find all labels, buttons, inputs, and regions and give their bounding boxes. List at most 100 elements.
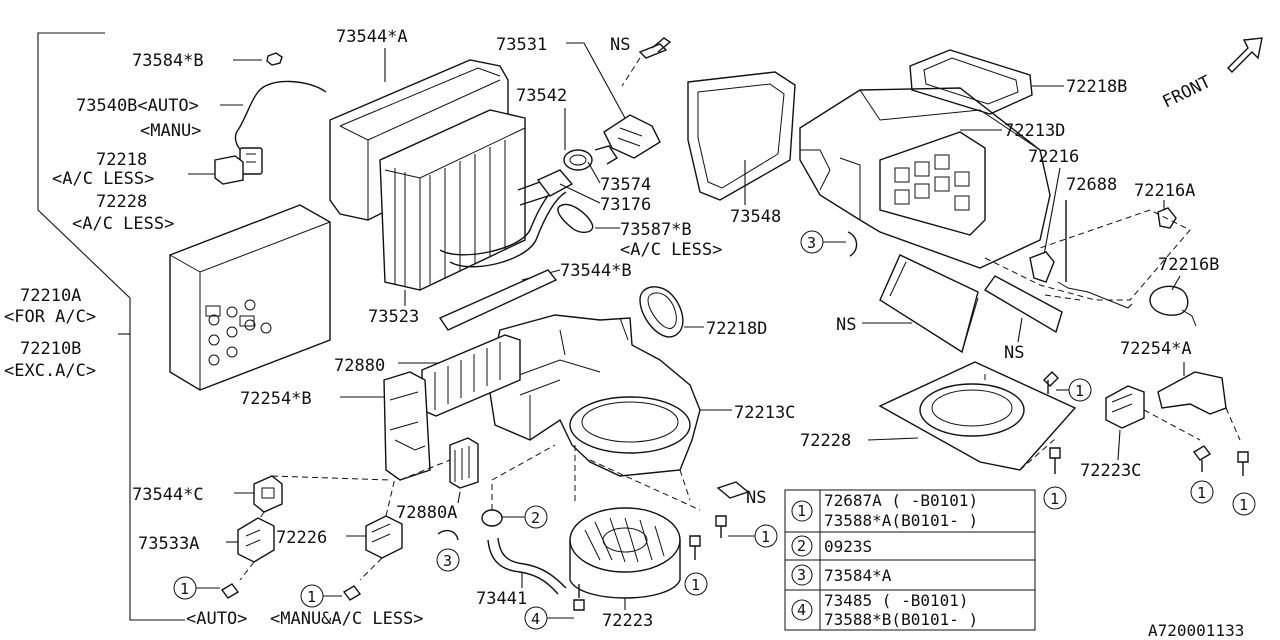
main-case-72213d <box>799 87 1051 269</box>
seal-73544c <box>253 475 283 513</box>
legend-key-1: 1 <box>797 502 806 520</box>
label-73574: 73574 <box>600 175 651 195</box>
grommet-callout-2 <box>481 509 503 527</box>
label-73584b: 73584*B <box>132 51 204 71</box>
label-73544a: 73544*A <box>336 27 408 47</box>
rod-72688 <box>1057 200 1133 309</box>
label-72254b: 72254*B <box>240 389 312 409</box>
bracket-72254b <box>383 371 431 481</box>
label-72223c: 72223C <box>1080 461 1141 481</box>
label-73531: 73531 <box>496 35 547 55</box>
blower-motor-72223 <box>569 507 681 599</box>
label-72218d: 72218D <box>706 319 767 339</box>
callout-1-bottom-a: 1 <box>761 528 770 546</box>
blower-case-72213c <box>487 314 701 477</box>
left-bracket <box>37 32 185 621</box>
screw-callout-4 <box>573 584 585 611</box>
label-72218b: 72218B <box>1066 77 1127 97</box>
callout-4: 4 <box>531 610 540 628</box>
resistor-72880a <box>449 437 479 489</box>
label-72228-bottom: 72228 <box>800 431 851 451</box>
seal-ring-72218b <box>909 49 1033 115</box>
label-73542: 73542 <box>516 86 567 106</box>
label-72216a: 72216A <box>1134 181 1195 201</box>
heater-72880 <box>421 334 521 417</box>
filter-ns-2 <box>983 275 1063 334</box>
legend-row-1-line-1: 72687A ( -B0101) <box>824 491 978 510</box>
callout-1-manu: 1 <box>307 588 316 606</box>
label-73533a: 73533A <box>138 534 199 554</box>
label-73544b: 73544*B <box>560 261 632 281</box>
label-for-ac: <FOR A/C> <box>4 307 96 327</box>
legend-row-3-line-1: 73584*A <box>824 566 892 585</box>
callout-3-bottom: 3 <box>443 552 452 570</box>
screw-right-1 <box>1043 371 1059 394</box>
screw-bottom-a <box>715 515 727 538</box>
label-72226: 72226 <box>276 528 327 548</box>
label-ac-less-3: <A/C LESS> <box>620 240 722 260</box>
label-72213c: 72213C <box>734 403 795 423</box>
actuator-72216 <box>1029 251 1055 283</box>
duct-seal-73548 <box>687 71 796 201</box>
bolt-ns-top <box>638 37 672 59</box>
control-box-72228 <box>169 204 331 391</box>
bracket-72254a <box>1157 371 1227 415</box>
front-arrow-icon <box>1227 37 1263 73</box>
label-72218: 72218 <box>96 150 147 170</box>
label-72213d: 72213D <box>1004 121 1065 141</box>
label-ns-top: NS <box>610 35 630 55</box>
label-73587b: 73587*B <box>620 220 692 240</box>
label-73441: 73441 <box>476 589 527 609</box>
label-manu: <MANU> <box>140 121 201 141</box>
screw-right-3 <box>1237 451 1249 476</box>
label-ac-less-2: <A/C LESS> <box>72 214 174 234</box>
legend-row-4-line-1: 73485 ( -B0101) <box>824 591 969 610</box>
pipe-fitting <box>517 169 574 206</box>
filter-ns-1 <box>879 254 979 354</box>
module-73533a <box>237 517 275 563</box>
callout-3-right: 3 <box>807 234 816 252</box>
seal-73587b <box>557 203 594 234</box>
label-ac-less-1: <A/C LESS> <box>52 169 154 189</box>
legend-row-1-line-2: 73588*A(B0101- ) <box>824 511 978 530</box>
legend-key-3: 3 <box>797 566 806 584</box>
screw-right-2 <box>1192 445 1212 472</box>
motor-72216b <box>1149 285 1197 327</box>
label-exc-ac: <EXC.A/C> <box>4 361 96 381</box>
label-72880a: 72880A <box>396 503 457 523</box>
callout-1-right-a: 1 <box>1075 382 1084 400</box>
label-73540b-auto: 73540B<AUTO> <box>76 96 199 116</box>
callout-1-auto: 1 <box>180 580 189 598</box>
relay-72218 <box>214 155 244 185</box>
label-73548: 73548 <box>730 207 781 227</box>
front-label: FRONT <box>1159 72 1214 112</box>
clip-callout-3-bottom <box>437 529 459 541</box>
label-auto: <AUTO> <box>186 609 247 629</box>
label-72210b: 72210B <box>20 339 81 359</box>
vent-grille <box>879 131 986 236</box>
hose-73441 <box>487 537 567 595</box>
label-73544c: 73544*C <box>132 485 204 505</box>
label-ns-mid-2: NS <box>1004 343 1024 363</box>
label-73176: 73176 <box>600 195 651 215</box>
label-72254a: 72254*A <box>1120 339 1192 359</box>
duct-72228-bottom <box>878 361 1077 471</box>
label-manu-ac-less: <MANU&A/C LESS> <box>270 609 424 629</box>
callout-2: 2 <box>531 509 540 527</box>
label-72216: 72216 <box>1028 147 1079 167</box>
callout-1-right-b: 1 <box>1197 484 1206 502</box>
legend-table: 1 72687A ( -B0101) 73588*A(B0101- ) 2 09… <box>784 489 1036 631</box>
screw-auto <box>220 583 240 599</box>
label-ns-bottom: NS <box>746 488 766 508</box>
seal-strip-73544b <box>438 269 558 331</box>
label-72688: 72688 <box>1066 175 1117 195</box>
label-ns-mid-1: NS <box>836 315 856 335</box>
legend-row-2-line-1: 0923S <box>824 537 872 556</box>
label-72223: 72223 <box>602 611 653 631</box>
evaporator-core-73523 <box>379 109 567 291</box>
screw-mid-1 <box>1049 447 1061 474</box>
label-72228-top: 72228 <box>96 192 147 212</box>
callout-1-bottom-b: 1 <box>691 576 700 594</box>
screw-manu <box>342 585 362 601</box>
